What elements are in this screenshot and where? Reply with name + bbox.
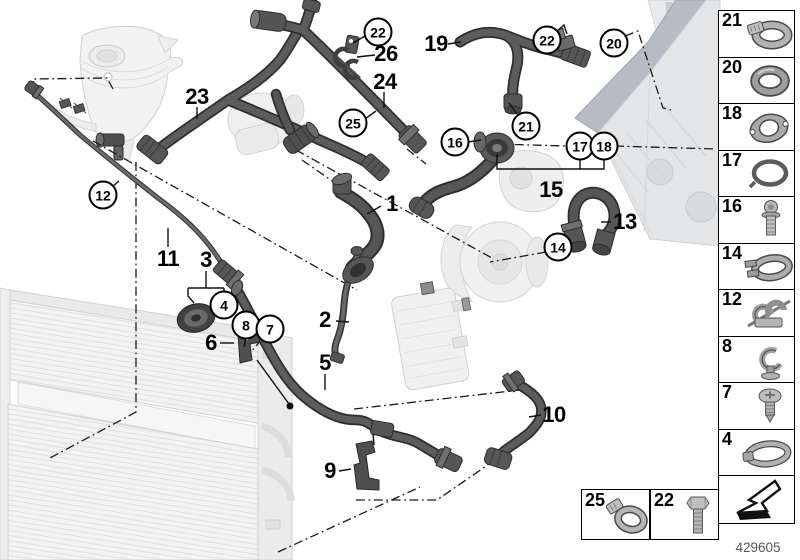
callout-22b-circle[interactable]: 22 (532, 25, 562, 55)
legend-box-25[interactable]: 25 (581, 489, 650, 540)
part-number: 14 (722, 242, 743, 263)
callout-14-circle[interactable]: 14 (543, 232, 573, 262)
parts-sidebar: 21 20 18 17 (718, 10, 795, 524)
part-number: 17 (722, 149, 743, 170)
band-clamp-icon (742, 439, 792, 468)
o-ring-icon (750, 64, 790, 97)
callout-19-label[interactable]: 19 (424, 31, 448, 56)
sidebar-footer-arrow[interactable] (719, 476, 794, 523)
callout-25-circle[interactable]: 25 (338, 108, 368, 138)
callout-13-label[interactable]: 13 (613, 209, 637, 234)
flange-gasket-icon (749, 113, 789, 143)
callout-12-circle[interactable]: 12 (88, 180, 118, 210)
direction-arrow-icon (736, 479, 782, 520)
part-number: 18 (722, 103, 743, 123)
sidebar-item-12[interactable]: 12 (719, 289, 794, 337)
sidebar-item-21[interactable]: 21 (719, 10, 794, 58)
sidebar-item-8[interactable]: 8 (719, 335, 794, 383)
spring-band-clamp-icon (744, 253, 793, 281)
o-ring-thin-icon (748, 158, 789, 188)
callout-10-label[interactable]: 10 (542, 402, 566, 427)
callout-21-circle[interactable]: 21 (511, 111, 541, 141)
callout-11-label[interactable]: 11 (156, 246, 180, 271)
sidebar-item-18[interactable]: 18 (719, 103, 794, 151)
engine-block (574, 0, 721, 247)
cable-clip-icon (759, 346, 783, 380)
water-pump (440, 221, 549, 303)
retaining-clips-26 (332, 34, 361, 81)
expansion-tank (53, 25, 184, 161)
callout-23-label[interactable]: 23 (185, 84, 209, 109)
callout-1-label[interactable]: 1 (386, 191, 398, 216)
callout-4-circle[interactable]: 4 (209, 290, 239, 320)
flange-bolt-icon (761, 200, 781, 236)
callout-18-circle[interactable]: 18 (589, 131, 619, 161)
legend-box-22[interactable]: 22 (650, 489, 719, 540)
callout-22-circle[interactable]: 22 (363, 17, 393, 47)
callout-20-circle[interactable]: 20 (599, 28, 629, 58)
leader-dot (286, 402, 294, 410)
callout-7-circle[interactable]: 7 (255, 314, 285, 344)
part-number: 4 (722, 428, 733, 449)
hex-bolt-icon (686, 496, 710, 534)
part-number: 12 (722, 289, 743, 309)
callout-24-label[interactable]: 24 (373, 69, 397, 94)
bracket-9 (353, 440, 380, 491)
flange-fitting (473, 131, 515, 164)
hoses (35, 0, 621, 465)
callout-26-label[interactable]: 26 (374, 41, 398, 66)
part-number: 25 (585, 490, 606, 510)
sidebar-item-17[interactable]: 17 (719, 149, 794, 197)
oil-cooler (391, 281, 472, 391)
sidebar-item-4[interactable]: 4 (719, 428, 794, 476)
sidebar-item-16[interactable]: 16 (719, 196, 794, 244)
part-number: 21 (722, 10, 743, 30)
callout-16-circle[interactable]: 16 (440, 127, 470, 157)
thermostat-housing (498, 150, 564, 213)
part-number: 16 (722, 196, 743, 216)
rubber-mount-3 (176, 303, 216, 333)
expansion-rivet-icon (758, 388, 782, 424)
sidebar-item-20[interactable]: 20 (719, 56, 794, 104)
callout-9-label[interactable]: 9 (324, 458, 336, 483)
faded-components (0, 0, 721, 560)
part-number: 7 (722, 382, 733, 402)
fittings (24, 0, 616, 491)
part-number: 22 (654, 490, 675, 510)
hose-clamp-icon (605, 498, 648, 534)
callout-3-label[interactable]: 3 (200, 247, 212, 272)
worm-drive-clamp-icon (746, 20, 793, 50)
sidebar-item-14[interactable]: 14 (719, 242, 794, 290)
callout-6-label[interactable]: 6 (205, 330, 217, 355)
callout-2-label[interactable]: 2 (319, 307, 331, 332)
callout-15-label[interactable]: 15 (539, 177, 563, 202)
pipe-clip-icon (747, 299, 791, 328)
sidebar-item-7[interactable]: 7 (719, 382, 794, 430)
part-number: 8 (722, 335, 733, 356)
diagram-number: 429605 (735, 540, 781, 555)
part-number: 20 (722, 56, 743, 77)
callout-5-label[interactable]: 5 (319, 350, 331, 375)
